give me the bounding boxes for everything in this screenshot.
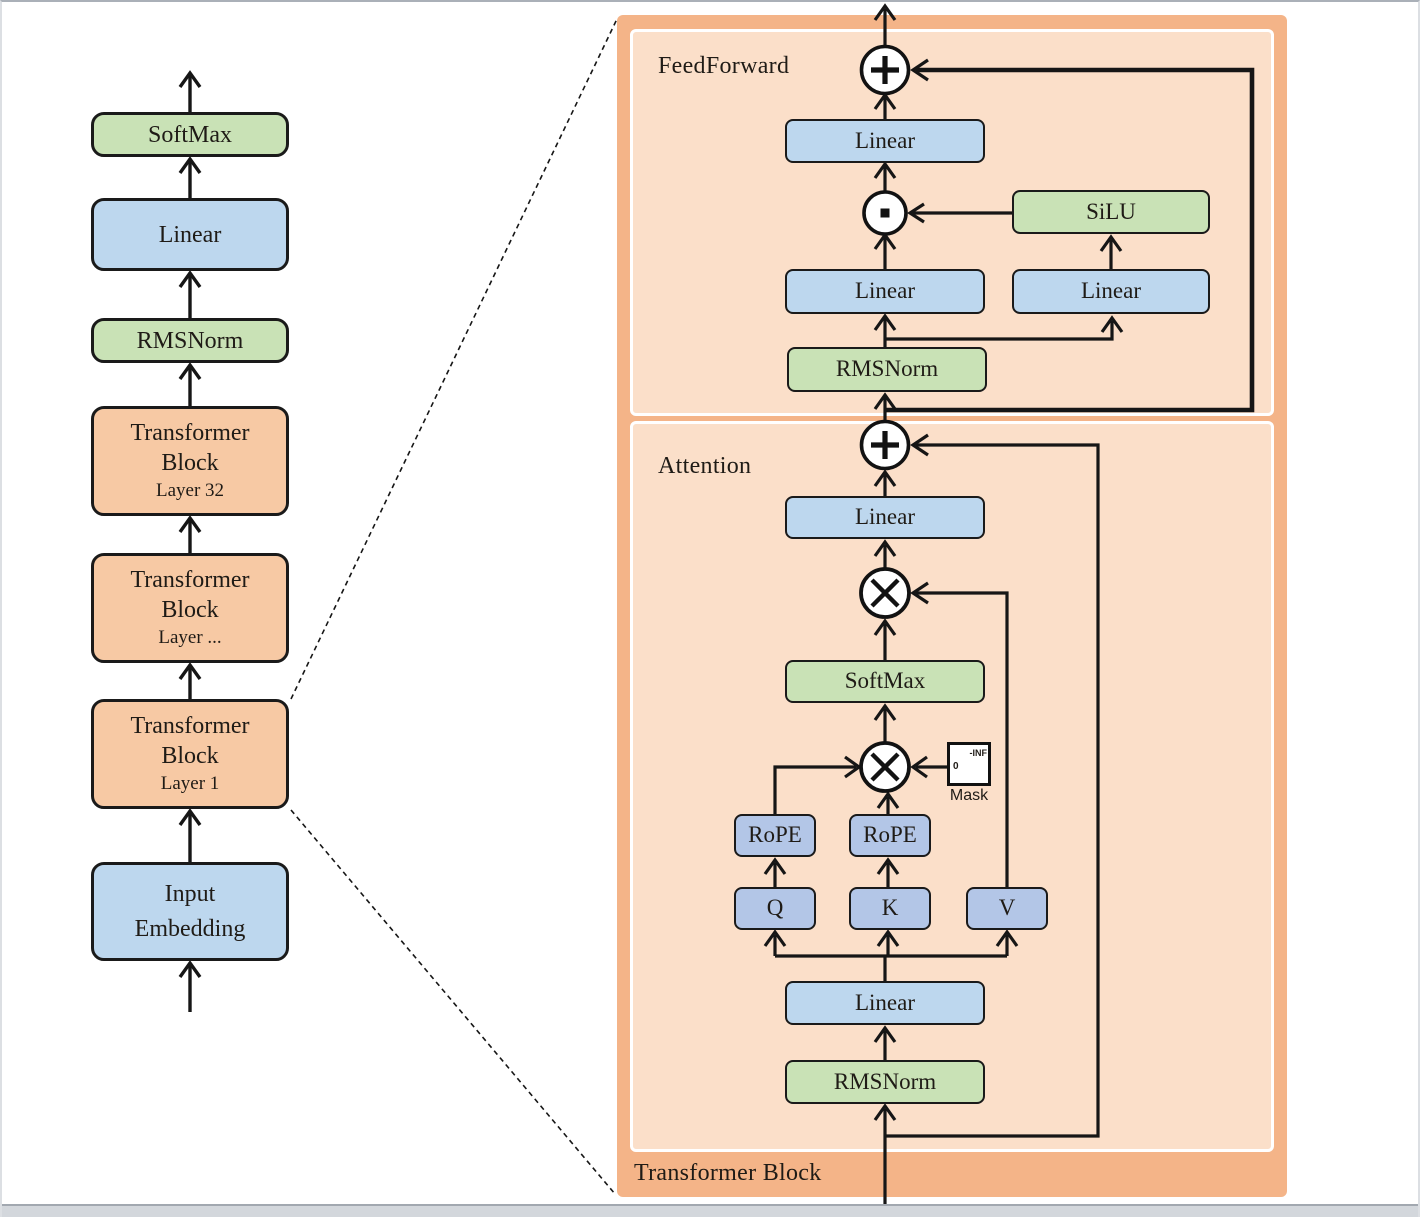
- transformer-block-panel-title: Transformer Block: [634, 1160, 822, 1186]
- ff-linear-up: Linear: [1012, 269, 1210, 314]
- block-title-line: Transformer: [130, 420, 250, 447]
- k-label: K: [881, 895, 899, 921]
- block-title-line: Block: [161, 597, 219, 624]
- panel-wires: [763, 3, 1255, 1210]
- block-layer-label: Layer ...: [158, 627, 222, 649]
- ff-rmsnorm-label: RMSNorm: [835, 356, 939, 382]
- dashed-connector-bottom: [290, 809, 616, 1195]
- v-label: V: [998, 895, 1016, 921]
- mask-upper-value: -INF: [969, 748, 988, 758]
- block-layer-label: Layer 32: [155, 480, 225, 502]
- attn-linear-qkv-label: Linear: [854, 989, 915, 1015]
- elementwise-multiply-icon: [862, 190, 908, 236]
- rope-k-label: RoPE: [863, 822, 917, 848]
- block-title-line: Block: [161, 743, 219, 770]
- mask-lower-value: 0: [953, 761, 959, 772]
- attn-softmax: SoftMax: [785, 660, 985, 703]
- ff-rmsnorm: RMSNorm: [787, 347, 987, 392]
- silu-label: SiLU: [1086, 198, 1136, 224]
- linear-label: Linear: [158, 221, 222, 248]
- attn-rmsnorm: RMSNorm: [785, 1060, 985, 1104]
- softmax-block: SoftMax: [91, 112, 289, 157]
- block-title-line: Block: [161, 450, 219, 477]
- matmul-icon: [859, 741, 911, 793]
- ff-silu: SiLU: [1012, 190, 1210, 234]
- ff-linear-gate: Linear: [785, 269, 985, 314]
- block-title-line: Transformer: [130, 713, 250, 740]
- attn-linear-out: Linear: [785, 496, 985, 539]
- transformer-block-layer-32: Transformer Block Layer 32: [91, 406, 289, 516]
- rope-k-block: RoPE: [849, 814, 931, 857]
- operator-nodes: [859, 44, 911, 793]
- input-embedding-block: Input Embedding: [91, 862, 289, 961]
- q-label: Q: [766, 895, 784, 921]
- attention-label: Attention: [658, 453, 752, 479]
- rmsnorm-block: RMSNorm: [91, 318, 289, 363]
- v-path-line: [916, 591, 1009, 887]
- matmul-icon: [859, 567, 911, 619]
- ff-linear-out-label: Linear: [854, 127, 915, 153]
- mask-label: Mask: [949, 787, 989, 804]
- feedforward-residual-line: [885, 67, 1255, 413]
- ff-linear-up-label: Linear: [1080, 278, 1141, 304]
- softmax-label: SoftMax: [148, 121, 232, 148]
- attn-linear-qkv: Linear: [785, 981, 985, 1025]
- k-block: K: [849, 887, 931, 930]
- ff-linear-gate-label: Linear: [854, 278, 915, 304]
- window-bottom-bar: [0, 1204, 1420, 1217]
- transformer-block-layer-1: Transformer Block Layer 1: [91, 699, 289, 809]
- causal-mask-icon: -INF 0: [947, 742, 991, 786]
- attention-section: [630, 421, 1274, 1152]
- add-icon: [859, 419, 911, 471]
- v-block: V: [966, 887, 1048, 930]
- input-embedding-line: Embedding: [134, 915, 246, 942]
- rmsnorm-label: RMSNorm: [136, 327, 244, 354]
- attn-softmax-label: SoftMax: [844, 668, 926, 694]
- rope-q-block: RoPE: [734, 814, 816, 857]
- feedforward-label: FeedForward: [658, 53, 790, 79]
- block-layer-label: Layer 1: [160, 773, 220, 795]
- block-title-line: Transformer: [130, 567, 250, 594]
- left-column-arrows: [178, 70, 202, 1012]
- ff-linear-out: Linear: [785, 119, 985, 163]
- q-block: Q: [734, 887, 816, 930]
- attn-rmsnorm-label: RMSNorm: [833, 1068, 937, 1094]
- rope-q-label: RoPE: [748, 822, 802, 848]
- zoom-connector-dashed-lines: [290, 18, 618, 1195]
- dashed-connector-top: [290, 18, 618, 700]
- linear-block: Linear: [91, 198, 289, 271]
- rope-q-path: [773, 765, 856, 814]
- input-embedding-line: Input: [164, 880, 216, 907]
- add-icon: [859, 44, 911, 96]
- attn-linear-out-label: Linear: [854, 504, 915, 530]
- attention-residual-line: [885, 443, 1100, 1138]
- transformer-block-layer-dots: Transformer Block Layer ...: [91, 553, 289, 663]
